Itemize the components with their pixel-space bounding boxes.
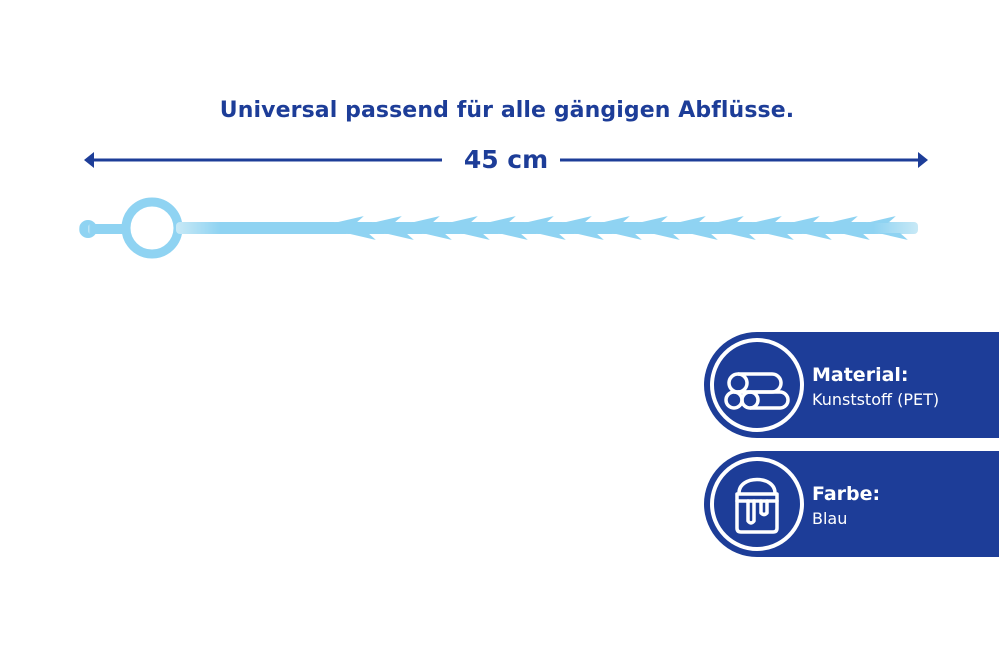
spec-value: Blau bbox=[812, 509, 848, 528]
spec-card-color: Farbe: Blau bbox=[704, 451, 999, 557]
barb-bottom bbox=[574, 233, 604, 240]
barb-top bbox=[562, 216, 592, 223]
barb-bottom bbox=[764, 233, 794, 240]
spec-title: Material: bbox=[812, 364, 909, 386]
barb-bottom bbox=[612, 233, 642, 240]
barb-bottom bbox=[460, 233, 490, 240]
stacked-pipes-icon bbox=[710, 338, 804, 432]
barb-bottom bbox=[650, 233, 680, 240]
barb-bottom bbox=[384, 233, 414, 240]
barb-top bbox=[714, 216, 744, 223]
barb-top bbox=[486, 216, 516, 223]
barb-bottom bbox=[346, 233, 376, 240]
barb-top bbox=[524, 216, 554, 223]
barb-bottom bbox=[840, 233, 870, 240]
barb-top bbox=[828, 216, 858, 223]
drain-cleaner-strip-icon bbox=[79, 197, 918, 259]
length-label: 45 cm bbox=[463, 145, 549, 174]
spec-title: Farbe: bbox=[812, 483, 881, 505]
barb-top bbox=[866, 216, 896, 223]
barb-top bbox=[676, 216, 706, 223]
barb-top bbox=[752, 216, 782, 223]
headline: Universal passend für alle gängigen Abfl… bbox=[219, 98, 795, 123]
barb-top bbox=[334, 216, 364, 223]
barb-top bbox=[448, 216, 478, 223]
barb-top bbox=[410, 216, 440, 223]
drain-cleaner-image bbox=[76, 196, 924, 262]
spec-value: Kunststoff (PET) bbox=[812, 390, 940, 409]
barb-bottom bbox=[802, 233, 832, 240]
barb-top bbox=[600, 216, 630, 223]
barb-bottom bbox=[536, 233, 566, 240]
length-dimension: 45 cm bbox=[80, 140, 932, 180]
barb-bottom bbox=[688, 233, 718, 240]
barb-bottom bbox=[878, 233, 908, 240]
paint-bucket-icon bbox=[710, 457, 804, 551]
barb-top bbox=[372, 216, 402, 223]
barb-bottom bbox=[726, 233, 756, 240]
barb-bottom bbox=[498, 233, 528, 240]
barb-bottom bbox=[422, 233, 452, 240]
spec-card-material: Material: Kunststoff (PET) bbox=[704, 332, 999, 438]
dimension-arrow-icon bbox=[84, 152, 928, 168]
barb-top bbox=[638, 216, 668, 223]
barb-top bbox=[790, 216, 820, 223]
